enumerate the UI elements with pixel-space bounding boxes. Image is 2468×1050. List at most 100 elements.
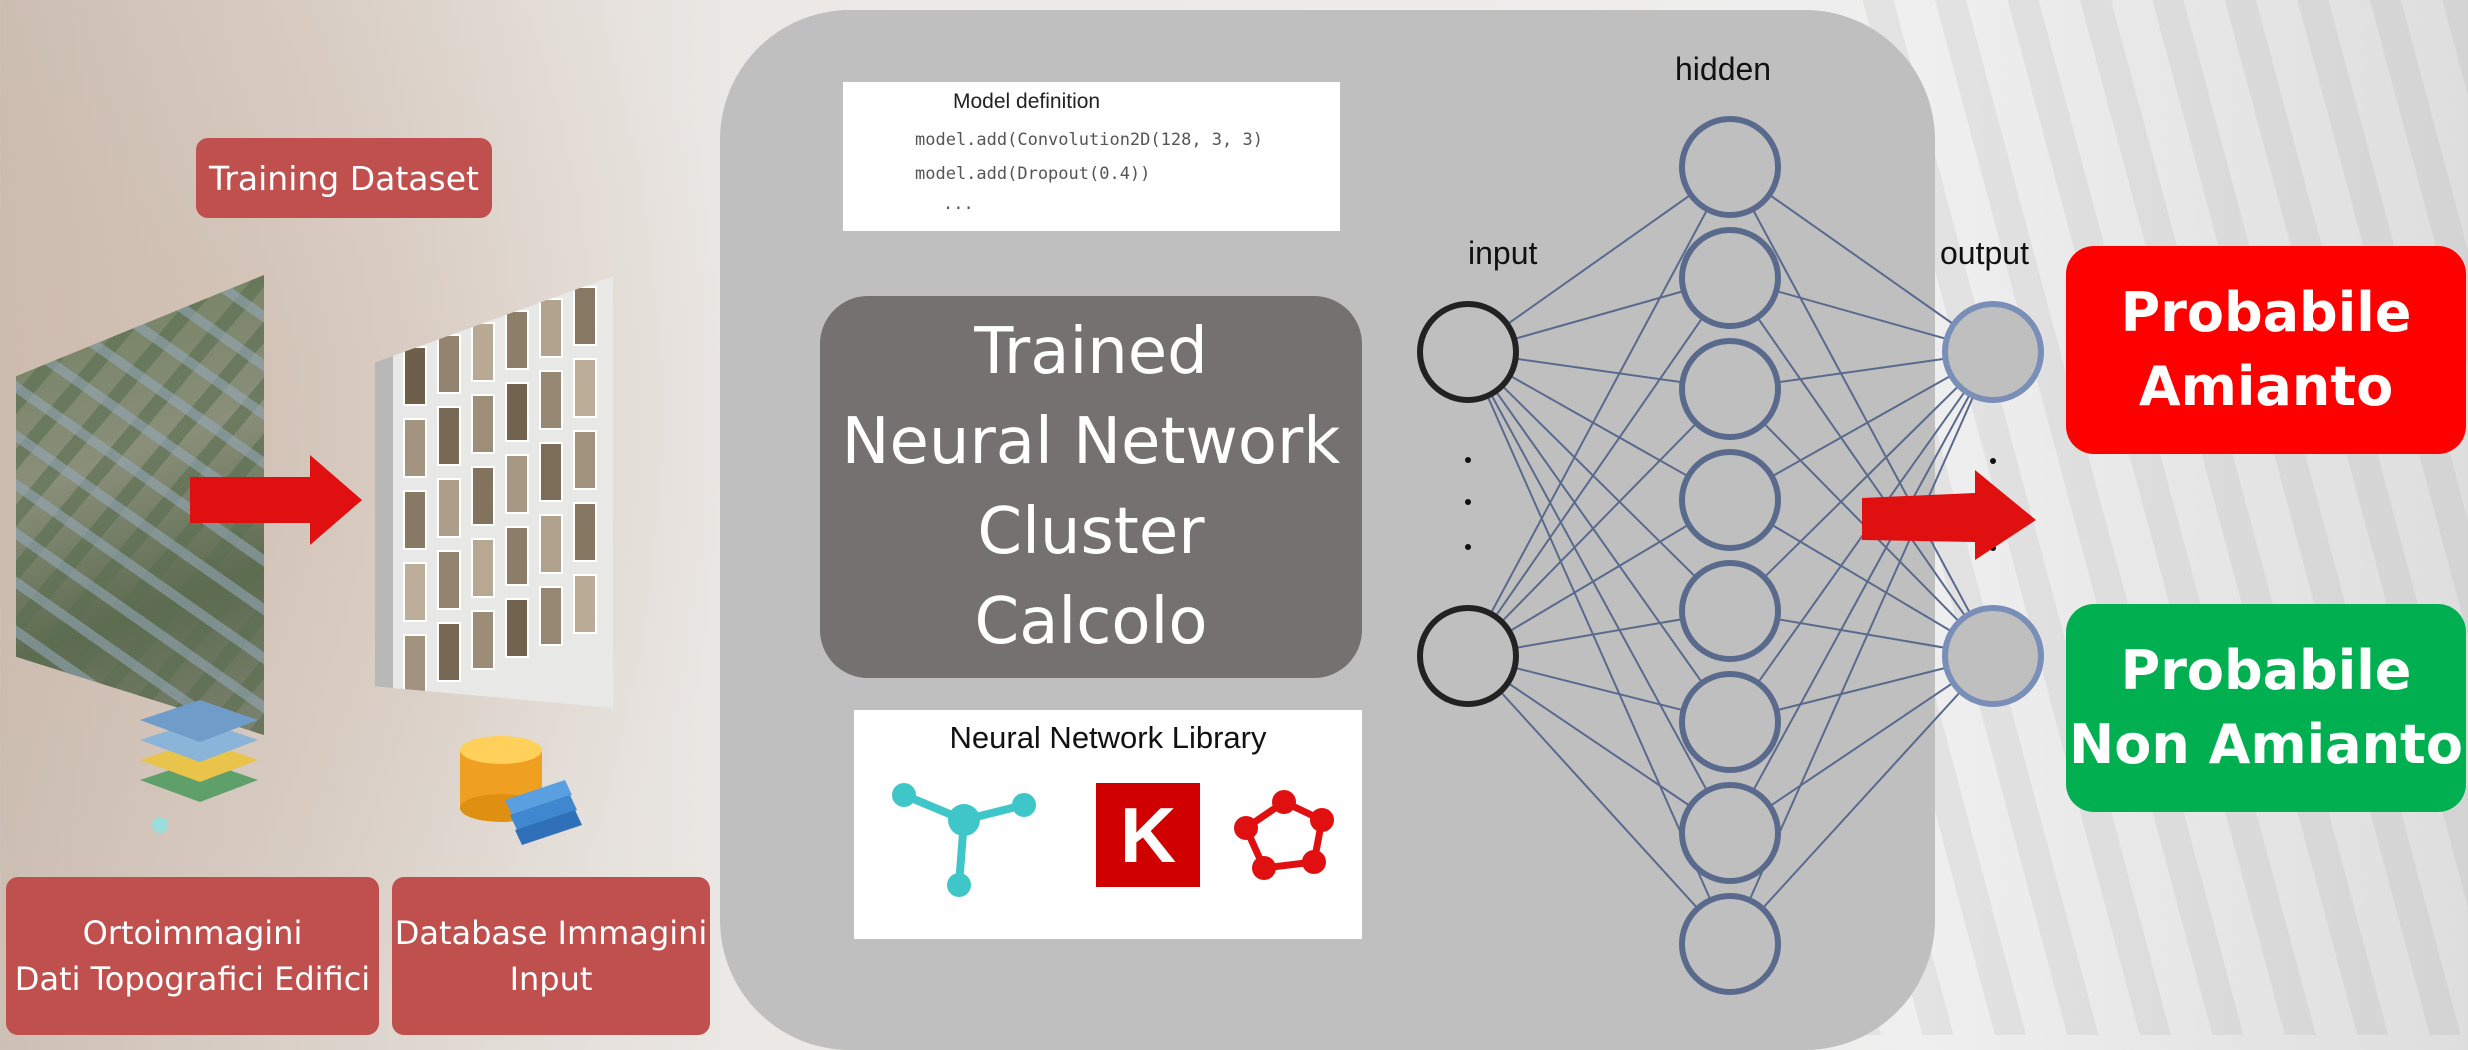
network-edge (1729, 388, 1994, 657)
hidden-layer-label: hidden (1675, 51, 1771, 87)
hidden-node (1679, 893, 1781, 995)
training-dataset-label: Training Dataset (196, 138, 492, 218)
image-thumbnail (437, 478, 461, 538)
network-edge (1729, 277, 1994, 657)
code-line-3: ... (943, 194, 974, 214)
right-arrow-icon (1862, 470, 2036, 560)
network-nodes (1417, 116, 2044, 995)
network-edge (1729, 166, 1994, 657)
database-icon (460, 736, 582, 845)
out-green-line1: Probabile (2120, 639, 2412, 702)
hidden-node (1679, 560, 1781, 662)
image-thumbnail (573, 286, 597, 346)
out-red-line1: Probabile (2120, 281, 2412, 344)
code-line-2: model.add(Dropout(0.4)) (915, 164, 1151, 184)
hidden-node (1679, 227, 1781, 329)
code-line-1: model.add(Convolution2D(128, 3, 3) (915, 130, 1263, 150)
left-arrow-icon (190, 455, 362, 545)
trained-neural-network-box: Trained Neural Network Cluster Calcolo (820, 296, 1362, 678)
keras-logo-icon: K (1096, 783, 1200, 887)
image-thumbnail (437, 550, 461, 610)
network-edge (1467, 388, 1731, 657)
image-thumbnail (471, 610, 495, 670)
input-ellipsis (1465, 457, 1471, 550)
image-thumbnail (573, 430, 597, 490)
model-definition-title: Model definition (953, 90, 1101, 113)
image-thumbnail (505, 526, 529, 586)
hidden-node (1679, 338, 1781, 440)
hidden-node (1679, 782, 1781, 884)
ortho-label-line2: Dati Topografici Edifici (14, 960, 371, 998)
network-edge (1729, 351, 1994, 612)
database-images-label: Database Immagini Input (392, 877, 710, 1035)
db-label-line2: Input (509, 960, 593, 998)
out-red-line2: Amianto (2138, 355, 2394, 418)
image-thumbnail (437, 622, 461, 682)
image-thumbnail (573, 358, 597, 418)
db-label-line1: Database Immagini (394, 914, 708, 952)
output-layer-label: output (1940, 235, 2029, 271)
trained-line1: Trained (974, 315, 1208, 389)
hidden-node (1679, 449, 1781, 551)
trained-line4: Calcolo (974, 585, 1208, 659)
image-thumbnail (505, 454, 529, 514)
network-edge (1467, 166, 1731, 353)
input-node (1417, 605, 1519, 707)
caffe-like-logo-icon (892, 783, 1036, 897)
network-edge (1467, 655, 1731, 945)
library-logos (892, 783, 1334, 897)
image-thumbnail (505, 598, 529, 658)
network-edge (1729, 655, 1994, 834)
image-thumbnail (471, 466, 495, 526)
image-thumbnail (539, 514, 563, 574)
output-node (1942, 301, 2044, 403)
training-dataset-text: Training Dataset (209, 158, 479, 198)
network-edge (1467, 351, 1731, 834)
trained-line2: Neural Network (841, 405, 1341, 479)
input-layer-label: input (1468, 235, 1538, 271)
network-edge (1729, 351, 1994, 834)
trained-line3: Cluster (977, 495, 1205, 569)
probable-asbestos-output: Probabile Amianto (2066, 246, 2466, 454)
hidden-node (1679, 671, 1781, 773)
probable-non-asbestos-output: Probabile Non Amianto (2066, 604, 2466, 812)
image-thumbnail (403, 634, 427, 694)
network-edge (1729, 351, 1994, 723)
image-thumbnail (539, 442, 563, 502)
image-thumbnail (403, 490, 427, 550)
neural-network-library-box: Neural Network Library K (854, 710, 1362, 939)
image-thumbnail (539, 586, 563, 646)
image-thumbnail (573, 574, 597, 634)
network-edge (1729, 166, 1994, 353)
image-thumbnail (505, 382, 529, 442)
input-node (1417, 301, 1519, 403)
network-edge (1467, 277, 1731, 657)
image-thumbnail (539, 298, 563, 358)
image-thumbnail (573, 502, 597, 562)
image-thumbnail (403, 562, 427, 622)
library-title: Neural Network Library (949, 720, 1267, 755)
out-green-line2: Non Amianto (2069, 713, 2463, 776)
grid-frame-side (375, 276, 393, 708)
image-thumbnail (471, 394, 495, 454)
image-thumbnail (471, 538, 495, 598)
model-definition-box: Model definition model.add(Convolution2D… (843, 82, 1340, 231)
image-thumbnail (505, 310, 529, 370)
network-edge (1467, 655, 1731, 834)
image-thumbnail (539, 370, 563, 430)
network-edge (1467, 351, 1731, 612)
ortho-images-label: Ortoimmagini Dati Topografici Edifici (6, 877, 379, 1035)
image-thumbnail (437, 406, 461, 466)
network-graph-logo-icon (1234, 790, 1334, 880)
image-thumbnail (403, 346, 427, 406)
output-node (1942, 605, 2044, 707)
network-edge (1467, 351, 1731, 723)
image-thumbnail (403, 418, 427, 478)
hidden-node (1679, 116, 1781, 218)
layers-map-icon (140, 700, 258, 833)
image-thumbnail (471, 322, 495, 382)
ortho-label-line1: Ortoimmagini (82, 914, 303, 952)
network-edge (1729, 655, 1994, 945)
network-edge (1467, 166, 1731, 657)
